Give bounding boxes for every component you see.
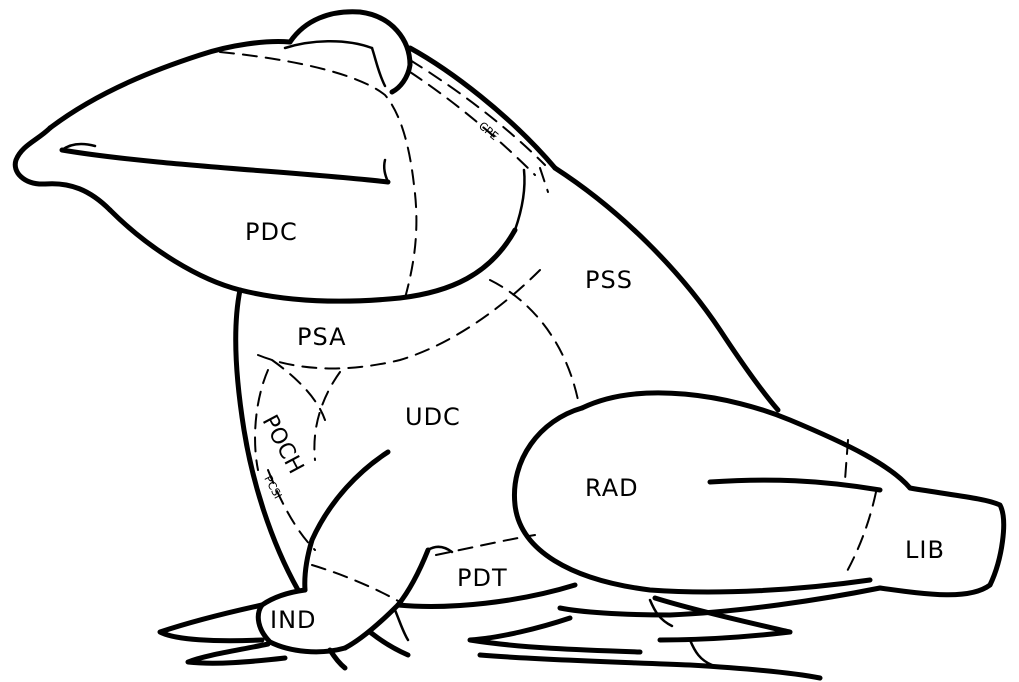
label-pss: PSS xyxy=(585,266,633,294)
label-pdc: PDC xyxy=(245,218,298,246)
label-pcsi: PCSI xyxy=(261,473,284,501)
label-psa: PSA xyxy=(297,323,347,351)
label-rad: RAD xyxy=(585,474,639,502)
label-pdt: PDT xyxy=(457,564,508,592)
head-outline xyxy=(15,12,555,302)
label-lib: LIB xyxy=(905,536,945,564)
label-ind: IND xyxy=(270,606,317,634)
label-udc: UDC xyxy=(405,403,461,431)
fore-limb-outline xyxy=(160,452,452,668)
label-cpe: CPE xyxy=(476,119,501,143)
label-poch: POCH xyxy=(257,411,308,478)
